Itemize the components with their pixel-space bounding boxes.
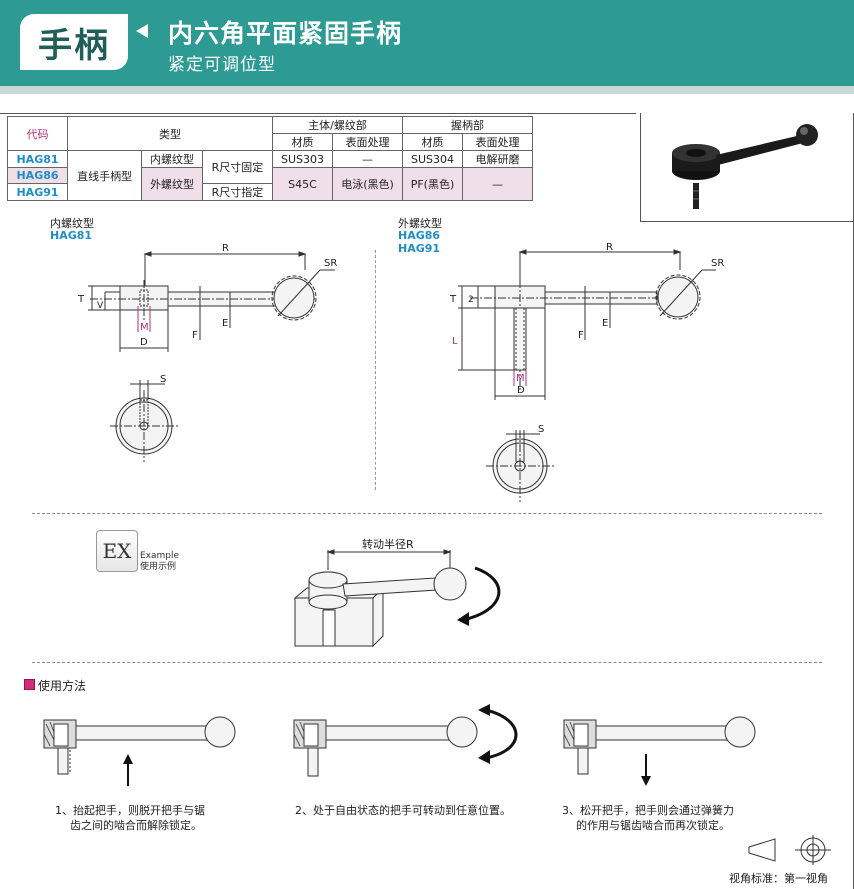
table-body-surface-1: — <box>332 150 403 168</box>
usage-step3-line2: 的作用与锯齿啮合而再次锁定。 <box>576 819 730 832</box>
left-technical-drawing: R SR T V M F E D S <box>77 243 337 462</box>
usage-title: 使用方法 <box>38 679 87 693</box>
usage-step1-drawing <box>43 716 236 786</box>
table-header-surface: 表面处理 <box>332 133 403 151</box>
usage-step1-line1: 1、抬起把手，则脱开把手与锯 <box>55 804 205 817</box>
right-dim-t: T <box>449 294 457 305</box>
table-grip-surface-2: — <box>462 167 533 201</box>
left-type-label: 内螺纹型 <box>50 217 94 230</box>
table-type-inner: 内螺纹型 <box>141 150 203 168</box>
table-header-type: 类型 <box>67 116 273 151</box>
product-photo <box>672 124 818 209</box>
usage-step2-text: 2、处于自由状态的把手可转动到任意位置。 <box>295 804 511 817</box>
usage-step3-line1: 3、松开把手，把手则会通过弹簧力 <box>562 804 734 817</box>
table-r-fixed: R尺寸固定 <box>201 150 274 184</box>
example-drawing <box>293 549 501 648</box>
header-stripe <box>0 86 854 94</box>
table-header-code: 代码 <box>7 116 68 151</box>
table-header-body: 主体/螺纹部 <box>272 116 403 134</box>
arrow-left-icon <box>136 24 148 38</box>
table-header-material-grip: 材质 <box>402 133 463 151</box>
table-type-main: 直线手柄型 <box>66 150 143 201</box>
right-dim-e: E <box>602 318 608 329</box>
section-separator-2 <box>32 662 822 663</box>
section-separator <box>32 513 822 514</box>
page-title: 内六角平面紧固手柄 <box>168 19 403 48</box>
left-dim-t: T <box>77 294 85 305</box>
spec-table: 代码 类型 主体/螺纹部 握柄部 材质 表面处理 材质 表面处理 HAG81 直… <box>7 116 533 201</box>
table-body-material-2: S45C <box>272 167 333 201</box>
left-dim-s: S <box>160 374 166 385</box>
example-label-en: Example <box>140 551 180 561</box>
diagram-divider <box>375 250 376 490</box>
right-technical-drawing: R SR T 2 L M F E D S <box>449 242 724 502</box>
right-dim-r: R <box>606 242 613 253</box>
category-badge: 手柄 <box>20 14 128 70</box>
example-label-cn: 使用示例 <box>140 562 177 572</box>
table-grip-material-1: SUS304 <box>402 150 463 168</box>
left-dim-e: E <box>222 318 228 329</box>
left-dim-m: M <box>140 322 149 333</box>
right-dim-2: 2 <box>468 295 474 305</box>
table-header-material: 材质 <box>272 133 333 151</box>
usage-step1-line2: 齿之间的啮合而解除锁定。 <box>70 819 202 832</box>
table-body-surface-2: 电泳(黑色) <box>332 167 403 201</box>
left-dim-d: D <box>140 337 148 348</box>
first-angle-projection-icon <box>748 835 831 865</box>
table-header-grip: 握柄部 <box>402 116 533 134</box>
left-dim-r: R <box>222 243 229 254</box>
right-dim-f: F <box>578 330 584 341</box>
left-dim-v: V <box>97 301 104 311</box>
page-subtitle: 紧定可调位型 <box>168 55 276 75</box>
left-code-label: HAG81 <box>50 229 93 242</box>
table-body-material-1: SUS303 <box>272 150 333 168</box>
right-dim-m: M <box>516 373 525 384</box>
table-code-hag91: HAG91 <box>7 183 68 201</box>
projection-label: 视角标准：第一视角 <box>729 872 828 885</box>
table-r-specify: R尺寸指定 <box>201 183 274 201</box>
right-dim-l: L <box>452 336 458 347</box>
example-badge-text: EX <box>102 539 132 563</box>
product-photo-frame <box>640 113 854 222</box>
right-dim-d: D <box>517 385 525 396</box>
rotation-radius-label: 转动半径R <box>362 538 414 551</box>
table-grip-material-2: PF(黑色) <box>402 167 463 201</box>
table-code-hag86: HAG86 <box>7 167 68 184</box>
example-badge: EX <box>96 530 138 572</box>
right-code1-label: HAG86 <box>398 229 441 242</box>
frame-top-line <box>0 113 636 114</box>
right-code2-label: HAG91 <box>398 242 441 255</box>
right-type-label: 外螺纹型 <box>398 217 442 230</box>
left-dim-sr: SR <box>324 258 337 269</box>
right-dim-s: S <box>538 424 544 435</box>
usage-step2-drawing <box>293 704 518 777</box>
table-code-hag81: HAG81 <box>7 150 68 168</box>
table-grip-surface-1: 电解研磨 <box>462 150 533 168</box>
table-header-surface-grip: 表面处理 <box>462 133 533 151</box>
table-type-outer: 外螺纹型 <box>141 167 203 201</box>
usage-bullet-icon <box>24 679 35 690</box>
category-label: 手柄 <box>38 25 110 66</box>
usage-step3-drawing <box>563 716 756 786</box>
left-dim-f: F <box>192 330 198 341</box>
right-dim-sr: SR <box>711 258 724 269</box>
header-banner <box>0 0 854 86</box>
